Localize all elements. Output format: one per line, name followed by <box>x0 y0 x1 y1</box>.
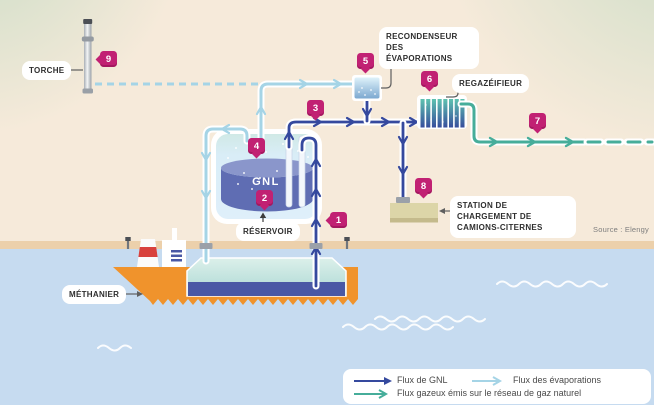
step-badge-7: 7 <box>529 113 546 134</box>
reservoir-label: RÉSERVOIR <box>236 222 300 242</box>
badge-number: 2 <box>261 192 268 204</box>
truck-loading-station <box>390 197 438 223</box>
ship-windows <box>171 250 182 262</box>
badge-number: 8 <box>420 180 427 192</box>
legend-arrow-flux-evaporations <box>472 376 503 386</box>
legend: Flux de GNL Flux des évaporations Flux g… <box>343 369 651 404</box>
legend-label-flux-evaporations: Flux des évaporations <box>513 375 602 385</box>
recondenser-outlet-pipe <box>361 96 373 125</box>
legend-arrow-flux-gaz-naturel <box>354 389 389 399</box>
regasifier-device <box>417 95 467 129</box>
ship-funnel-band <box>138 247 158 257</box>
legend-arrow-flux-gnl <box>354 377 392 385</box>
lng-carrier-ship <box>113 228 358 305</box>
gnl-tank-content-label: GNL <box>252 176 280 188</box>
tank-fill-tube <box>298 135 306 208</box>
dock-edge <box>0 241 654 249</box>
step-badge-3: 3 <box>307 100 324 121</box>
vapour-return-pipe <box>200 123 251 265</box>
badge-number: 7 <box>534 115 541 127</box>
badge-number: 1 <box>335 214 342 226</box>
recondenseur-label: RECONDENSEUR DES ÉVAPORATIONS <box>379 27 479 69</box>
badge-number: 5 <box>362 55 369 67</box>
step-badge-8: 8 <box>415 178 432 199</box>
methanier-label: MÉTHANIER <box>62 285 127 305</box>
recondenser-device <box>352 75 382 101</box>
boil-off-pipe <box>95 78 357 143</box>
sea-waves <box>97 280 608 352</box>
badge-number: 9 <box>105 53 112 65</box>
regazeifieur-label: REGAZÉIFIEUR <box>452 74 530 94</box>
ship-superstructure <box>162 240 186 267</box>
step-badge-2: 2 <box>256 190 273 211</box>
methanier-connector-arrowhead <box>137 291 143 297</box>
truck-station-pipe <box>397 119 409 202</box>
badge-number: 3 <box>312 102 319 114</box>
storage-tank <box>211 129 322 224</box>
source-credit: Source : Elengy <box>593 225 649 234</box>
reservoir-arrowhead <box>259 212 267 218</box>
ship-chimney <box>172 228 177 241</box>
torche-label: TORCHE <box>22 61 72 81</box>
step-badge-5: 5 <box>357 53 374 74</box>
flare-stack <box>81 19 94 94</box>
ship-unloading-pipe <box>298 134 322 290</box>
gas-grid-pipe <box>457 100 654 148</box>
step-badge-4: 4 <box>248 138 265 159</box>
dock-bollards <box>125 237 350 249</box>
badge-number: 6 <box>426 73 433 85</box>
station-chargement-label: STATION DE CHARGEMENT DE CAMIONS-CITERNE… <box>450 196 576 238</box>
badge-number: 4 <box>253 140 260 152</box>
step-badge-1: 1 <box>325 212 347 228</box>
legend-label-flux-gnl: Flux de GNL <box>397 375 448 385</box>
lng-sendout-pipe <box>283 116 422 151</box>
legend-label-flux-gaz-naturel: Flux gazeux émis sur le réseau de gaz na… <box>397 388 582 398</box>
step-badge-6: 6 <box>421 71 438 92</box>
ship-cargo-stripe <box>188 282 345 296</box>
pipe-clamps <box>199 243 323 249</box>
step-badge-9: 9 <box>95 51 117 67</box>
station-connector-arrowhead <box>439 208 445 214</box>
